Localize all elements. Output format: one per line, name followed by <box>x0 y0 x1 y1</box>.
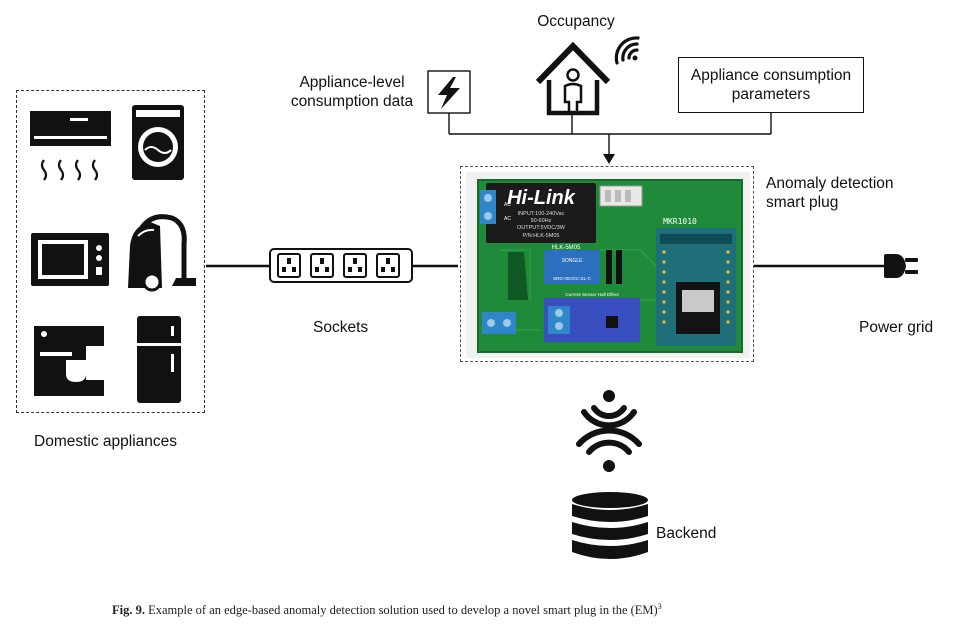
coffee-machine-icon <box>34 326 104 396</box>
mkr-label-text: MKR1010 <box>663 217 697 226</box>
wireless-signal-icon <box>576 390 642 472</box>
hilink-brand-text: Hi-Link <box>507 187 576 209</box>
relay-model-text: SRD-05VDC-SL-C <box>553 276 592 281</box>
consumption-parameters-box: Appliance consumption parameters <box>678 57 864 113</box>
occupancy-label: Occupancy <box>537 13 615 30</box>
appliance-level-line2: consumption data <box>290 93 414 110</box>
air-conditioner-icon <box>30 111 111 181</box>
power-plug-icon <box>884 254 918 278</box>
anomaly-detection-label: Anomaly detection smart plug <box>766 174 894 212</box>
microwave-icon <box>31 233 109 286</box>
params-line1: Appliance consumption <box>690 67 852 84</box>
anomaly-line2: smart plug <box>766 194 839 211</box>
house-icon <box>535 41 611 116</box>
input-connectors <box>448 113 772 155</box>
hilink-spec1-text: INPUT:100-240Vac <box>518 211 565 217</box>
ac-label-1: AC <box>504 202 511 208</box>
sockets-label: Sockets <box>313 319 369 336</box>
backend-label: Backend <box>656 525 717 542</box>
lightning-icon <box>427 70 471 114</box>
caption-text: Example of an edge-based anomaly detecti… <box>148 603 658 618</box>
washing-machine-icon <box>132 105 184 180</box>
sensor-label-text: Current Sensor Hall Effect <box>565 292 619 297</box>
hilink-model-text: P/N:HLK-5M05 <box>523 233 560 239</box>
figure-caption: Fig. 9. Example of an edge-based anomaly… <box>112 602 662 618</box>
database-icon <box>572 492 648 559</box>
power-strip-icon <box>269 248 413 283</box>
relay-brand-text: SONGLE <box>562 258 584 264</box>
power-grid-label: Power grid <box>859 319 934 336</box>
appliance-level-line1: Appliance-level <box>299 74 405 91</box>
hilink-spec2-text: 50-60Hz <box>531 218 552 224</box>
caption-superscript: 3 <box>657 602 662 611</box>
fridge-icon <box>137 316 181 403</box>
occupancy-signal-icon <box>614 36 640 65</box>
ac-label-2: AC <box>504 216 511 222</box>
appliance-level-label: Appliance-level consumption data <box>278 73 426 111</box>
params-line2: parameters <box>731 86 811 103</box>
input-arrowhead <box>603 154 615 164</box>
domestic-appliances-label: Domestic appliances <box>34 433 178 450</box>
caption-figure-number: Fig. 9. <box>112 603 145 618</box>
anomaly-line1: Anomaly detection <box>766 175 894 192</box>
smart-plug-frame <box>460 166 754 362</box>
hilink-spec3-text: OUTPUT:5VDC/3W <box>517 225 566 231</box>
smart-plug-board <box>466 172 750 358</box>
domestic-appliances-frame <box>16 90 205 413</box>
vacuum-cleaner-icon <box>128 214 196 292</box>
hlk-label-text: HLK-5M05 <box>552 245 581 251</box>
